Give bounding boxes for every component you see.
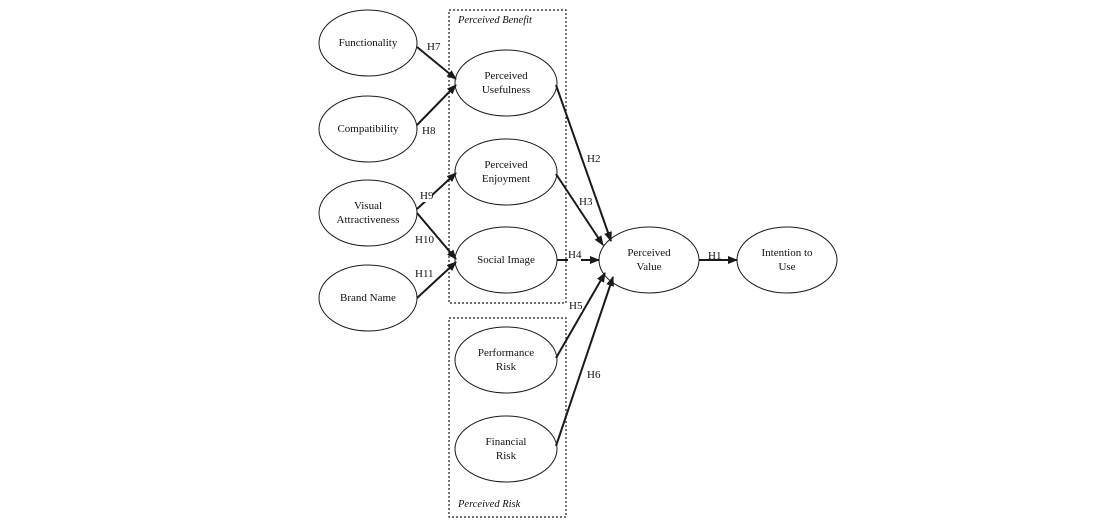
intention-to-use-label: Intention to Use — [761, 246, 812, 274]
perceived-usefulness-label-line2: Usefulness — [481, 84, 531, 96]
functionality-label-line1: Functionality — [338, 37, 398, 49]
perceived-usefulness-label-line1: Perceived — [484, 70, 528, 82]
performance-risk-node — [454, 326, 558, 394]
hypothesis-h5-label: H5 — [569, 300, 583, 312]
hypothesis-h9-label: H9 — [420, 190, 434, 202]
perceived-benefit-title: Perceived Benefit — [458, 15, 532, 26]
perceived-risk-title: Perceived Risk — [458, 499, 521, 510]
arrow-h11 — [416, 261, 457, 299]
arrow-h10 — [416, 212, 457, 260]
perceived-value-label-line2: Value — [636, 261, 662, 273]
arrow-h3 — [555, 173, 604, 246]
arrow-h7 — [416, 46, 457, 80]
performance-risk-label: Performance Risk — [478, 346, 534, 374]
financial-risk-label-line1: Financial — [485, 436, 527, 448]
arrow-h9 — [416, 172, 457, 210]
arrow-h5 — [555, 272, 606, 359]
financial-risk-label-line2: Risk — [495, 450, 517, 462]
performance-risk-label-line1: Performance — [477, 347, 535, 359]
compatibility-label: Compatibility — [337, 122, 398, 136]
brand-name-label-line1: Brand Name — [340, 292, 396, 304]
perceived-enjoyment-label: Perceived Enjoyment — [482, 158, 530, 186]
visual-attractiveness-label-line2: Attractiveness — [336, 214, 400, 226]
visual-attractiveness-label-line1: Visual — [353, 200, 383, 212]
hypothesis-h2-label: H2 — [587, 153, 601, 165]
hypothesis-h10-label: H10 — [415, 234, 434, 246]
performance-risk-label-line2: Risk — [495, 361, 517, 373]
arrow-h2 — [555, 84, 612, 242]
perceived-enjoyment-label-line2: Enjoyment — [481, 173, 531, 185]
visual-attractiveness-label: Visual Attractiveness — [337, 199, 400, 227]
social-image-label: Social Image — [477, 253, 535, 267]
arrow-h8 — [416, 84, 457, 126]
perceived-enjoyment-node — [454, 138, 558, 206]
functionality-label: Functionality — [339, 36, 398, 50]
financial-risk-label: Financial Risk — [486, 435, 527, 463]
perceived-usefulness-node — [454, 49, 558, 117]
perceived-benefit-box — [448, 9, 567, 304]
hypothesis-h4-label: H4 — [568, 249, 582, 261]
functionality-node — [318, 9, 418, 77]
hypothesis-h1-label: H1 — [708, 250, 722, 262]
hypothesis-h7-label: H7 — [427, 41, 441, 53]
hypothesis-h11-label: H11 — [415, 268, 434, 280]
financial-risk-node — [454, 415, 558, 483]
perceived-enjoyment-label-line1: Perceived — [484, 159, 528, 171]
perceived-value-label-line1: Perceived — [627, 247, 671, 259]
hypothesis-h6-label: H6 — [587, 369, 601, 381]
compatibility-node — [318, 95, 418, 163]
intention-to-use-label-line2: Use — [778, 261, 796, 273]
arrow-h6 — [555, 276, 614, 447]
compatibility-label-line1: Compatibility — [337, 123, 399, 135]
brand-name-label: Brand Name — [340, 291, 396, 305]
social-image-label-line1: Social Image — [477, 254, 535, 266]
perceived-value-label: Perceived Value — [627, 246, 670, 274]
hypothesis-h8-label: H8 — [422, 125, 436, 137]
intention-to-use-label-line1: Intention to — [761, 247, 813, 259]
hypothesis-h3-label: H3 — [579, 196, 593, 208]
perceived-usefulness-label: Perceived Usefulness — [482, 69, 530, 97]
